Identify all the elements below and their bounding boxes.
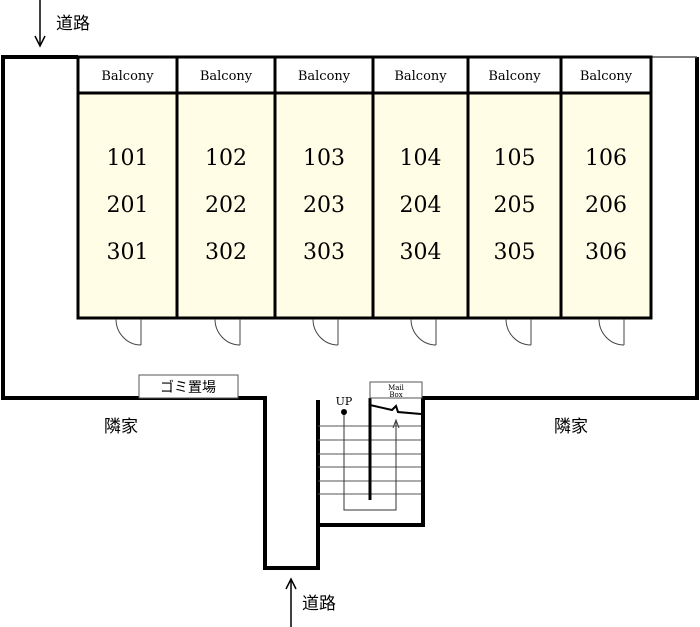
neighbor-label-right: 隣家 bbox=[554, 417, 588, 437]
balcony bbox=[175, 55, 277, 95]
room-number: 104 bbox=[400, 146, 442, 171]
balcony-label: Balcony bbox=[101, 69, 154, 84]
road-arrow-bottom bbox=[285, 577, 297, 627]
room-number: 205 bbox=[494, 193, 536, 218]
balcony-label: Balcony bbox=[298, 69, 351, 84]
room-number: 304 bbox=[400, 240, 442, 265]
room-number: 106 bbox=[585, 146, 627, 171]
room-number: 105 bbox=[494, 146, 536, 171]
stairs-up-label: UP bbox=[336, 395, 353, 408]
building-outline bbox=[1, 55, 699, 570]
room-number: 204 bbox=[400, 193, 442, 218]
door-icon bbox=[312, 318, 339, 346]
neighbor-label-left: 隣家 bbox=[104, 417, 138, 437]
room-number: 302 bbox=[205, 240, 247, 265]
balcony bbox=[273, 55, 375, 95]
unit-2: Balcony 102 202 302 bbox=[175, 55, 277, 346]
stairs-start-dot bbox=[341, 409, 347, 415]
balcony bbox=[76, 55, 179, 95]
room-number: 303 bbox=[303, 240, 345, 265]
mailbox-label-line2: Box bbox=[389, 391, 402, 399]
room-number: 102 bbox=[205, 146, 247, 171]
room-number: 203 bbox=[303, 193, 345, 218]
room-number: 101 bbox=[107, 146, 149, 171]
mailbox bbox=[369, 381, 423, 399]
road-arrow-top bbox=[34, 0, 46, 48]
room-block bbox=[559, 91, 653, 320]
room-number: 301 bbox=[107, 240, 149, 265]
room-number: 305 bbox=[494, 240, 536, 265]
room-block bbox=[76, 91, 179, 320]
unit-3: Balcony 103 203 303 bbox=[273, 55, 375, 346]
room-number: 103 bbox=[303, 146, 345, 171]
mailbox-label-line1: Mail bbox=[388, 384, 405, 392]
door-icon bbox=[598, 318, 625, 346]
room-number: 306 bbox=[585, 240, 627, 265]
garbage-area bbox=[138, 374, 239, 399]
road-label-top: 道路 bbox=[56, 14, 90, 34]
room-number: 201 bbox=[107, 193, 149, 218]
balcony-label: Balcony bbox=[580, 69, 633, 84]
room-block bbox=[371, 91, 470, 320]
door-icon bbox=[505, 318, 532, 346]
staircase bbox=[316, 398, 422, 525]
door-icon bbox=[214, 318, 241, 346]
unit-1: Balcony 101 201 301 bbox=[76, 55, 179, 346]
balcony-label: Balcony bbox=[200, 69, 253, 84]
room-number: 202 bbox=[205, 193, 247, 218]
unit-5: Balcony 105 205 305 bbox=[466, 55, 563, 346]
door-icon bbox=[410, 318, 437, 346]
unit-6: Balcony 106 206 306 bbox=[559, 55, 653, 346]
balcony-label: Balcony bbox=[488, 69, 541, 84]
units: Balcony 101 201 301 Balcony 102 202 302 Balcony 1… bbox=[76, 55, 653, 346]
unit-4: Balcony 104 204 304 bbox=[371, 55, 470, 346]
room-block bbox=[175, 91, 277, 320]
road-label-bottom: 道路 bbox=[302, 594, 336, 614]
room-number: 206 bbox=[585, 193, 627, 218]
garbage-area-label: ゴミ置場 bbox=[160, 379, 216, 396]
door-icon bbox=[115, 318, 142, 346]
balcony-label: Balcony bbox=[394, 69, 447, 84]
